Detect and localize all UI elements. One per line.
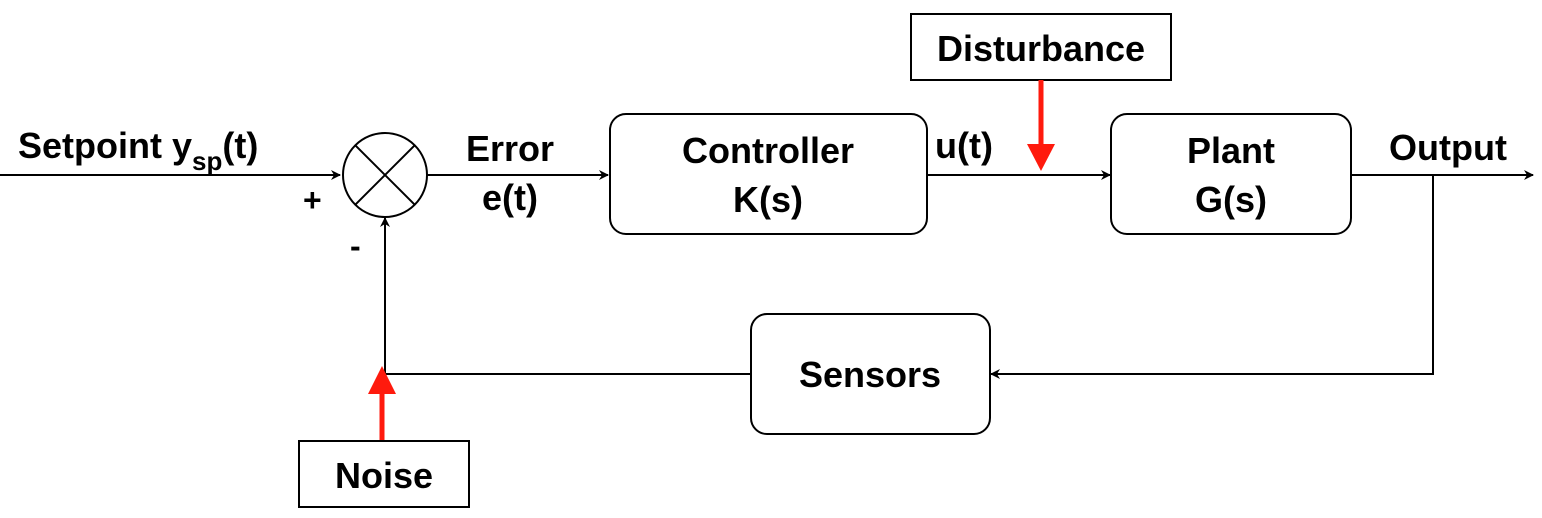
setpoint-label: Setpoint ysp(t)	[18, 125, 258, 176]
feedback-wire-to-junction	[380, 217, 751, 375]
noise-arrow-icon	[368, 366, 396, 441]
summing-junction-x-icon	[342, 132, 428, 218]
error-label: Error	[466, 128, 554, 169]
control-signal-label: u(t)	[935, 125, 993, 166]
controller-transfer-function: K(s)	[733, 179, 803, 220]
disturbance-label: Disturbance	[937, 28, 1145, 69]
error-signal-label: e(t)	[482, 177, 538, 218]
noise-label: Noise	[335, 455, 433, 496]
output-label: Output	[1389, 127, 1507, 168]
minus-sign: -	[350, 228, 361, 264]
plus-sign: +	[303, 182, 322, 218]
plant-transfer-function: G(s)	[1195, 179, 1267, 220]
disturbance-box	[910, 13, 1172, 81]
sensors-label: Sensors	[799, 354, 941, 395]
controller-label: Controller	[682, 130, 854, 171]
plant-label: Plant	[1187, 130, 1275, 171]
noise-box	[298, 440, 470, 508]
disturbance-arrow-icon	[1027, 80, 1055, 171]
feedback-wire-to-sensors	[990, 175, 1434, 379]
